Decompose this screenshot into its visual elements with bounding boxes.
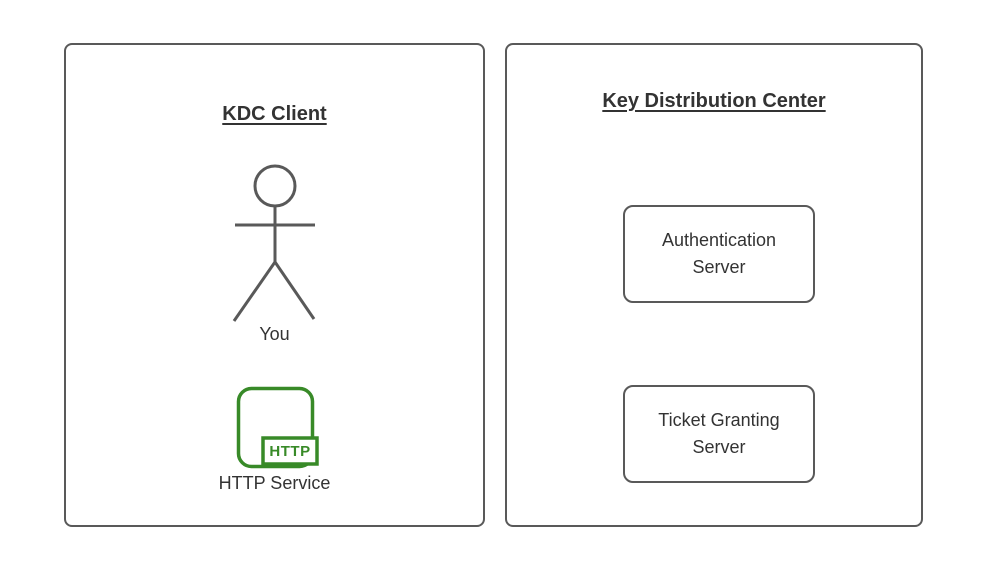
ticket-granting-server-label: Ticket Granting Server <box>658 410 780 457</box>
kdc-title-text: Key Distribution Center <box>602 90 826 112</box>
actor-label: You <box>259 324 290 344</box>
authentication-server-box: Authentication Server <box>623 205 815 303</box>
ticket-granting-server-box: Ticket Granting Server <box>623 385 815 483</box>
kdc-client-panel: KDC Client You HTTP HTTP Service <box>64 43 485 527</box>
key-distribution-center-panel: Key Distribution Center Authentication S… <box>505 43 923 527</box>
kdc-client-title: KDC Client <box>66 101 483 128</box>
authentication-server-label: Authentication Server <box>661 230 777 277</box>
http-badge-text: HTTP <box>269 443 310 460</box>
actor-icon <box>232 164 316 322</box>
actor-left-leg <box>232 261 277 322</box>
actor-head <box>253 164 297 208</box>
http-service-label: HTTP Service <box>218 473 331 493</box>
kdc-client-title-text: KDC Client <box>222 103 327 125</box>
http-badge-box <box>261 436 319 466</box>
kdc-title: Key Distribution Center <box>507 88 921 115</box>
http-service-outline <box>236 386 315 469</box>
actor-right-leg <box>273 261 316 320</box>
http-service-icon: HTTP <box>236 386 319 469</box>
